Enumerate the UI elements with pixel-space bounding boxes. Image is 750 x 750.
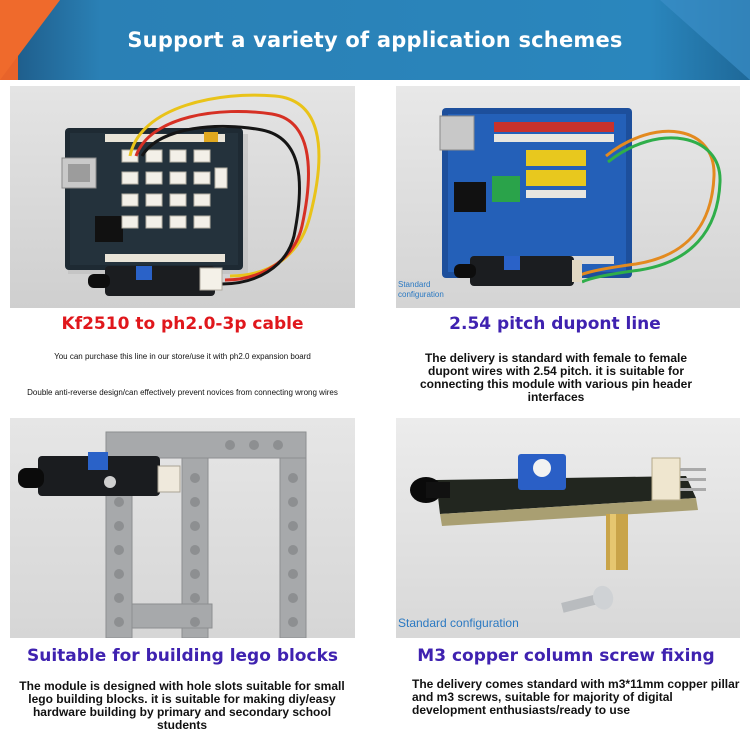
standard-configuration-tag: Standard configuration — [398, 616, 519, 630]
caption-dupont-line: 2.54 pitch dupont line — [449, 314, 661, 334]
banner-accent-right — [660, 0, 750, 80]
photo-copper-column: Standard configuration — [396, 418, 740, 638]
standard-configuration-tag: Standard configuration — [398, 280, 444, 299]
photo-kf2510-cable — [10, 86, 355, 308]
note-purchase-line: You can purchase this line in our store/… — [54, 352, 311, 361]
caption-kf2510-cable: Kf2510 to ph2.0-3p cable — [61, 314, 304, 334]
banner-title: Support a variety of application schemes — [127, 28, 623, 52]
description-lego-blocks: The module is designed with hole slots s… — [19, 679, 345, 732]
caption-lego-blocks: Suitable for building lego blocks — [26, 646, 338, 666]
note-anti-reverse: Double anti-reverse design/can effective… — [27, 388, 338, 397]
photo-lego-blocks — [10, 418, 355, 638]
photo-dupont-line: Standard configuration — [396, 86, 740, 308]
header-banner: Support a variety of application schemes — [0, 0, 750, 80]
banner-accent-left — [0, 0, 60, 80]
description-dupont-line: The delivery is standard with female to … — [419, 351, 693, 404]
description-copper-column: The delivery comes standard with m3*11mm… — [412, 677, 740, 717]
caption-copper-column: M3 copper column screw fixing — [417, 646, 715, 666]
